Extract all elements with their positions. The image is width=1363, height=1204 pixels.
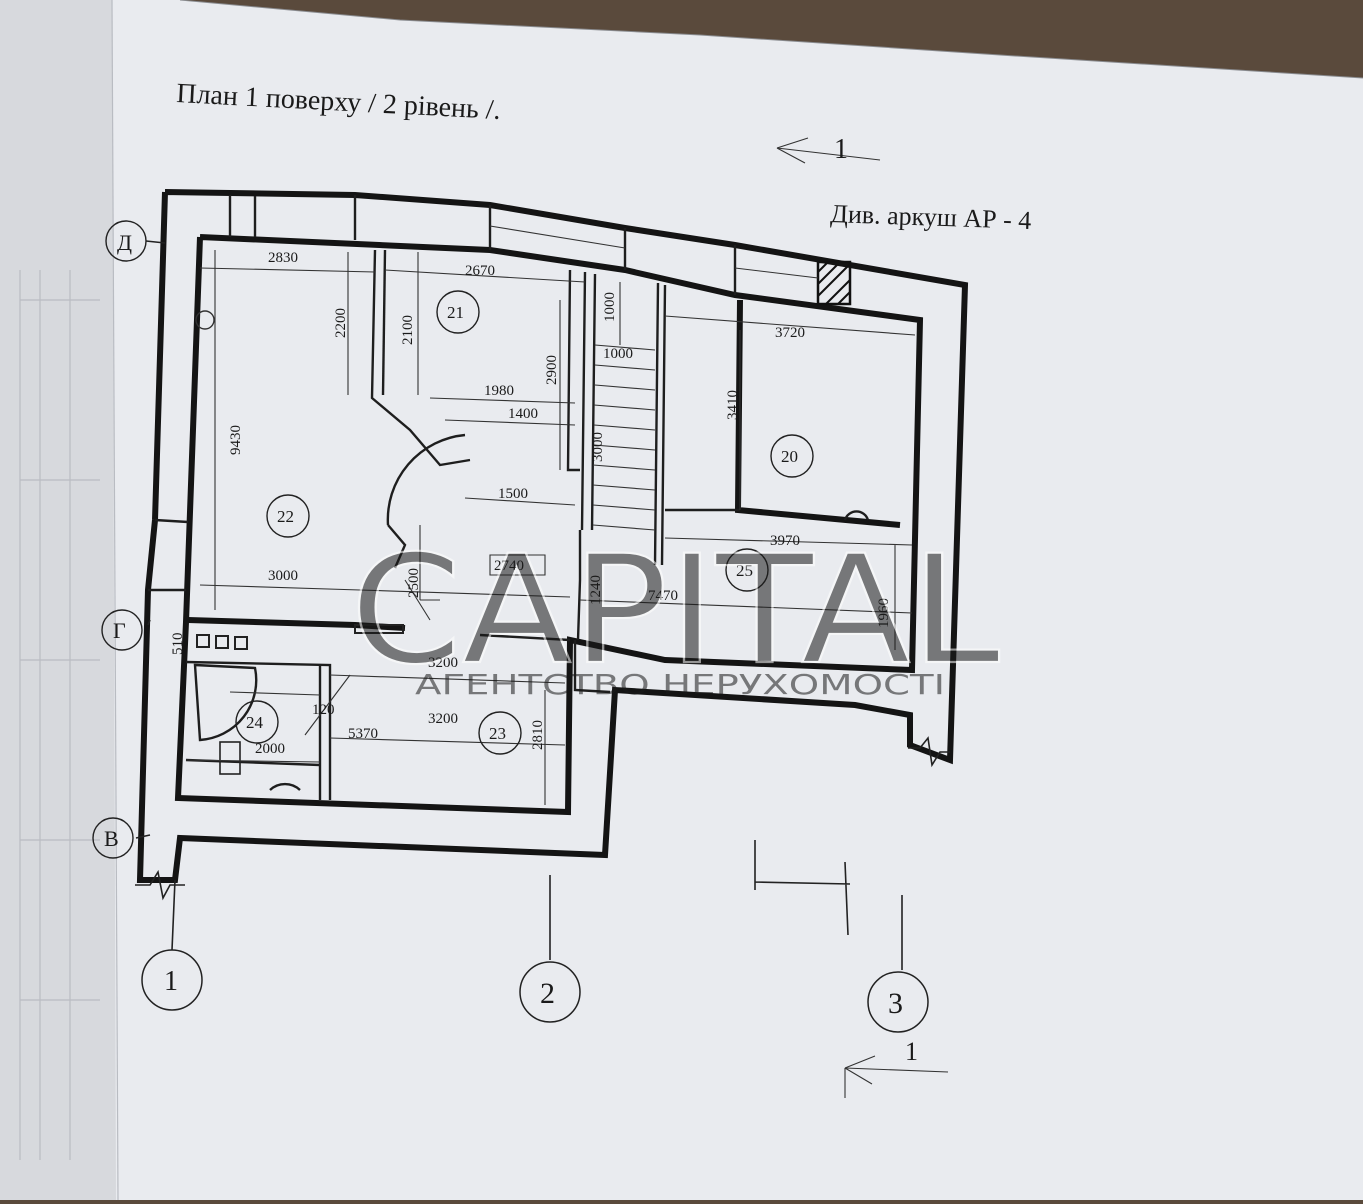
dim-3200-b: 3200 [428,711,458,727]
dim-120: 120 [312,702,335,718]
watermark-brand: CAPITAL [350,524,1000,698]
dim-3000-stair: 3000 [590,432,606,462]
svg-text:1: 1 [164,966,178,997]
axis-2: 2 [519,961,581,1023]
dim-1400: 1400 [508,406,538,422]
room-21: 21 [436,290,480,334]
axis-number-markers: 1 2 3 [135,736,950,1033]
dim-2740: 2740 [494,558,524,574]
dim-2500: 2500 [406,568,422,598]
svg-text:3: 3 [888,987,903,1020]
svg-text:Г: Г [113,618,126,643]
svg-text:20: 20 [781,447,798,466]
page-edge [179,0,1363,79]
room-20: 20 [770,434,814,478]
room-25: 25 [725,548,769,592]
svg-text:22: 22 [277,507,294,526]
section-marker-top: 1 Див. аркуш АР - 4 [776,134,1032,235]
room-22: 22 [266,494,310,538]
paper-main-page [112,0,1363,1200]
svg-text:В: В [104,826,119,851]
dim-2000: 2000 [255,741,285,757]
section-sheet-note: Див. аркуш АР - 4 [830,199,1032,235]
dimension-lines [185,250,916,805]
room-23: 23 [478,711,522,755]
dim-5370: 5370 [348,726,378,742]
toilet-symbol [219,741,241,775]
dim-1000-a: 1000 [602,292,618,322]
watermark-subtitle: АГЕНТСТВО НЕРУХОМОСТІ [415,668,945,701]
stove-symbol [196,634,248,650]
dim-2100: 2100 [400,315,416,345]
dimension-labels: 2830 2670 3720 2200 2100 1000 1000 2900 … [170,250,892,757]
section-number-bottom: 1 [905,1037,918,1066]
dim-2900: 2900 [544,355,560,385]
dim-1000-b: 1000 [603,346,633,362]
svg-text:2: 2 [540,977,555,1010]
dim-3970: 3970 [770,533,800,549]
svg-text:24: 24 [246,713,264,732]
svg-text:25: 25 [736,561,753,580]
section-number-top: 1 [834,134,848,165]
dim-3720: 3720 [775,325,805,341]
axis-letter-markers: Д Г В [92,220,166,859]
page-fold [111,0,119,1201]
dim-510: 510 [170,633,186,656]
staircase [566,269,667,641]
svg-text:23: 23 [489,724,506,743]
axis-1: 1 [141,949,203,1011]
sink-symbol [354,624,404,634]
left-page-faint-lines [19,270,100,1160]
dim-3000: 3000 [268,568,298,584]
dim-2830: 2830 [268,250,298,266]
dim-2810: 2810 [530,720,546,750]
dim-7470: 7470 [648,588,678,604]
axis-G: Г [101,609,143,651]
dim-3200-a: 3200 [428,655,458,671]
dim-2200: 2200 [333,308,349,338]
svg-text:Д: Д [117,230,132,255]
dim-9430: 9430 [228,425,244,455]
axis-D: Д [105,220,147,262]
svg-text:21: 21 [447,303,464,322]
room-markers: 21 20 22 25 24 23 [235,290,814,755]
dim-3410: 3410 [725,390,741,420]
dim-2670: 2670 [465,263,495,279]
dim-1960: 1960 [876,598,892,628]
dim-1500: 1500 [498,486,528,502]
dim-1980: 1980 [484,383,514,399]
room-24: 24 [235,700,279,744]
axis-V: В [92,817,134,859]
plan-walls [136,189,969,883]
dim-1240: 1240 [588,575,604,605]
axis-3: 3 [867,971,929,1033]
section-cut: 1 [754,840,949,1098]
watermark: CAPITAL АГЕНТСТВО НЕРУХОМОСТІ [349,523,1001,701]
